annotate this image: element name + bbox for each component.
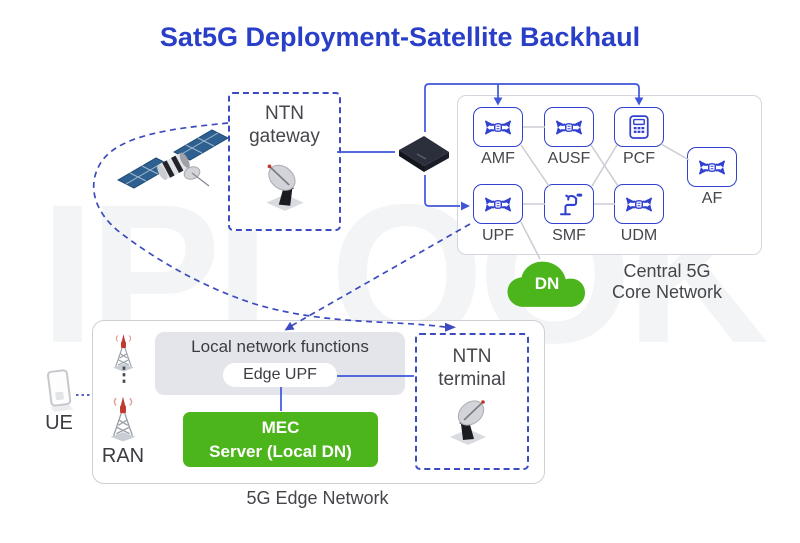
ran-tower-icon: [104, 394, 142, 442]
nf-udm: UDM: [614, 184, 664, 245]
satellite-dish-icon: [256, 156, 314, 214]
nf-upf: UPF: [473, 184, 523, 245]
local-functions-label: Local network functions: [191, 337, 369, 356]
dn-label: DN: [534, 274, 560, 293]
router-icon: [394, 130, 454, 176]
satellite-dish-icon: [440, 392, 496, 448]
ran-label: RAN: [101, 445, 145, 467]
satellite-icon: [112, 124, 232, 212]
edge-upf-pill: Edge UPF: [223, 363, 337, 387]
udm-icon: [621, 191, 657, 218]
upf-icon: [480, 191, 516, 218]
ran-ellipsis: ⋮: [114, 365, 134, 386]
pcf-calculator-icon: [625, 112, 653, 142]
nf-pcf: PCF: [614, 107, 664, 168]
ue-phone-icon: [42, 368, 76, 414]
nf-af: AF: [687, 147, 737, 208]
ue-label: UE: [45, 412, 73, 434]
nf-amf: AMF: [473, 107, 523, 168]
edge-network-label: 5G Edge Network: [246, 488, 389, 508]
nf-smf: SMF: [544, 184, 594, 245]
page-title: Sat5G Deployment-Satellite Backhaul: [159, 22, 641, 52]
ausf-icon: [551, 114, 587, 141]
af-icon: [694, 154, 730, 181]
mec-server-box: MEC Server (Local DN): [183, 412, 378, 467]
amf-icon: [480, 114, 516, 141]
smf-robot-arm-icon: [553, 190, 585, 219]
nf-ausf: AUSF: [544, 107, 594, 168]
